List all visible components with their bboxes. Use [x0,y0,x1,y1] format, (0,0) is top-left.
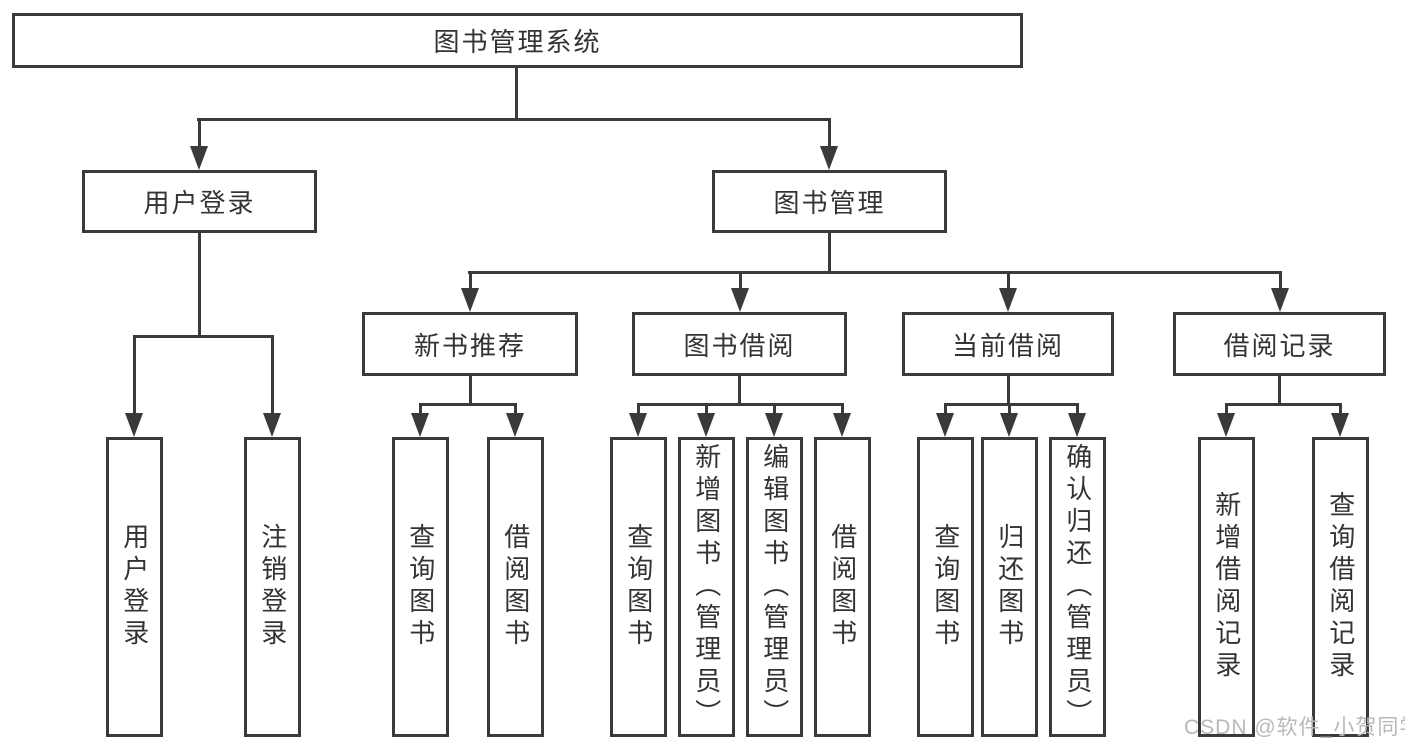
connector-line [469,376,472,405]
connector-line [133,335,274,338]
connector-line [419,403,422,415]
node-label: 查询图书 [930,523,961,651]
node-label: 当前借阅 [951,330,1064,361]
node-label: 借阅记录 [1223,330,1336,361]
arrow-down [125,413,143,437]
connector-line [1225,403,1228,415]
arrow-down [765,413,783,437]
node-label: 查询图书 [405,523,436,651]
node-borrowing-records: 借阅记录 [1173,312,1386,376]
arrow-down [820,146,838,170]
node-add-borrow-record: 新增借阅记录 [1198,437,1255,737]
connector-line [1278,376,1281,405]
connector-line [738,376,741,405]
node-book-management: 图书管理 [712,170,947,233]
node-label: 图书管理系统 [433,27,602,57]
connector-line [469,271,472,291]
connector-line [468,271,1282,274]
connector-line [828,233,831,273]
arrow-down [506,413,524,437]
arrow-down [936,413,954,437]
node-label: 图书管理 [773,188,886,218]
connector-line [637,403,844,406]
connector-line [944,403,1079,406]
connector-line [1076,403,1079,415]
node-label: 用户登录 [143,188,256,218]
node-library-management-system: 图书管理系统 [12,13,1023,68]
node-label: 借阅图书 [500,523,531,651]
node-label: 确认归还（管理员） [1062,443,1093,731]
node-label: 借阅图书 [827,523,858,651]
arrow-down [833,413,851,437]
node-edit-book-admin: 编辑图书（管理员） [746,437,803,737]
node-label: 图书借阅 [683,330,796,361]
connector-line [271,335,274,417]
connector-line [705,403,708,415]
node-borrow-books-recommend: 借阅图书 [487,437,544,737]
node-label: 查询图书 [623,523,654,651]
node-add-book-admin: 新增图书（管理员） [678,437,735,737]
node-borrow-books-borrow: 借阅图书 [814,437,871,737]
arrow-down [1217,413,1235,437]
node-label: 归还图书 [994,523,1025,651]
arrow-down [1068,413,1086,437]
connector-line [133,335,136,417]
connector-line [419,403,517,406]
csdn-watermark: CSDN @软件_小贺同学 [1184,716,1405,739]
arrow-down [190,146,208,170]
node-user-login-leaf: 用户登录 [106,437,163,737]
node-label: 新增借阅记录 [1211,491,1242,683]
arrow-down [999,288,1017,312]
arrow-down [263,413,281,437]
node-label: 新书推荐 [413,330,526,361]
connector-line [1007,376,1010,405]
arrow-down [461,288,479,312]
connector-line [1339,403,1342,415]
connector-line [197,118,831,121]
connector-line [198,118,201,150]
node-book-borrowing: 图书借阅 [632,312,847,376]
node-label: 注销登录 [257,523,288,651]
node-confirm-return-admin: 确认归还（管理员） [1049,437,1106,737]
connector-line [515,68,518,120]
arrow-down [1331,413,1349,437]
node-user-login: 用户登录 [82,170,317,233]
node-label: 用户登录 [119,523,150,651]
connector-line [1279,271,1282,291]
connector-line [1008,403,1011,415]
arrow-down [629,413,647,437]
connector-line [514,403,517,415]
arrow-down [697,413,715,437]
connector-line [198,233,201,337]
connector-line [773,403,776,415]
node-label: 编辑图书（管理员） [759,443,790,731]
connector-line [841,403,844,415]
arrow-down [1000,413,1018,437]
connector-line [637,403,640,415]
node-new-book-recommend: 新书推荐 [362,312,578,376]
node-query-books-recommend: 查询图书 [392,437,449,737]
node-query-books-current: 查询图书 [917,437,974,737]
connector-line [1225,403,1342,406]
node-label: 新增图书（管理员） [691,443,722,731]
connector-line [739,271,742,291]
node-current-borrowing: 当前借阅 [902,312,1114,376]
connector-line [1007,271,1010,291]
node-label: 查询借阅记录 [1325,491,1356,683]
connector-line [828,118,831,150]
node-query-borrow-record: 查询借阅记录 [1312,437,1369,737]
connector-line [944,403,947,415]
node-return-book: 归还图书 [981,437,1038,737]
node-query-books-borrow: 查询图书 [610,437,667,737]
arrow-down [731,288,749,312]
arrow-down [1271,288,1289,312]
node-logout: 注销登录 [244,437,301,737]
arrow-down [411,413,429,437]
